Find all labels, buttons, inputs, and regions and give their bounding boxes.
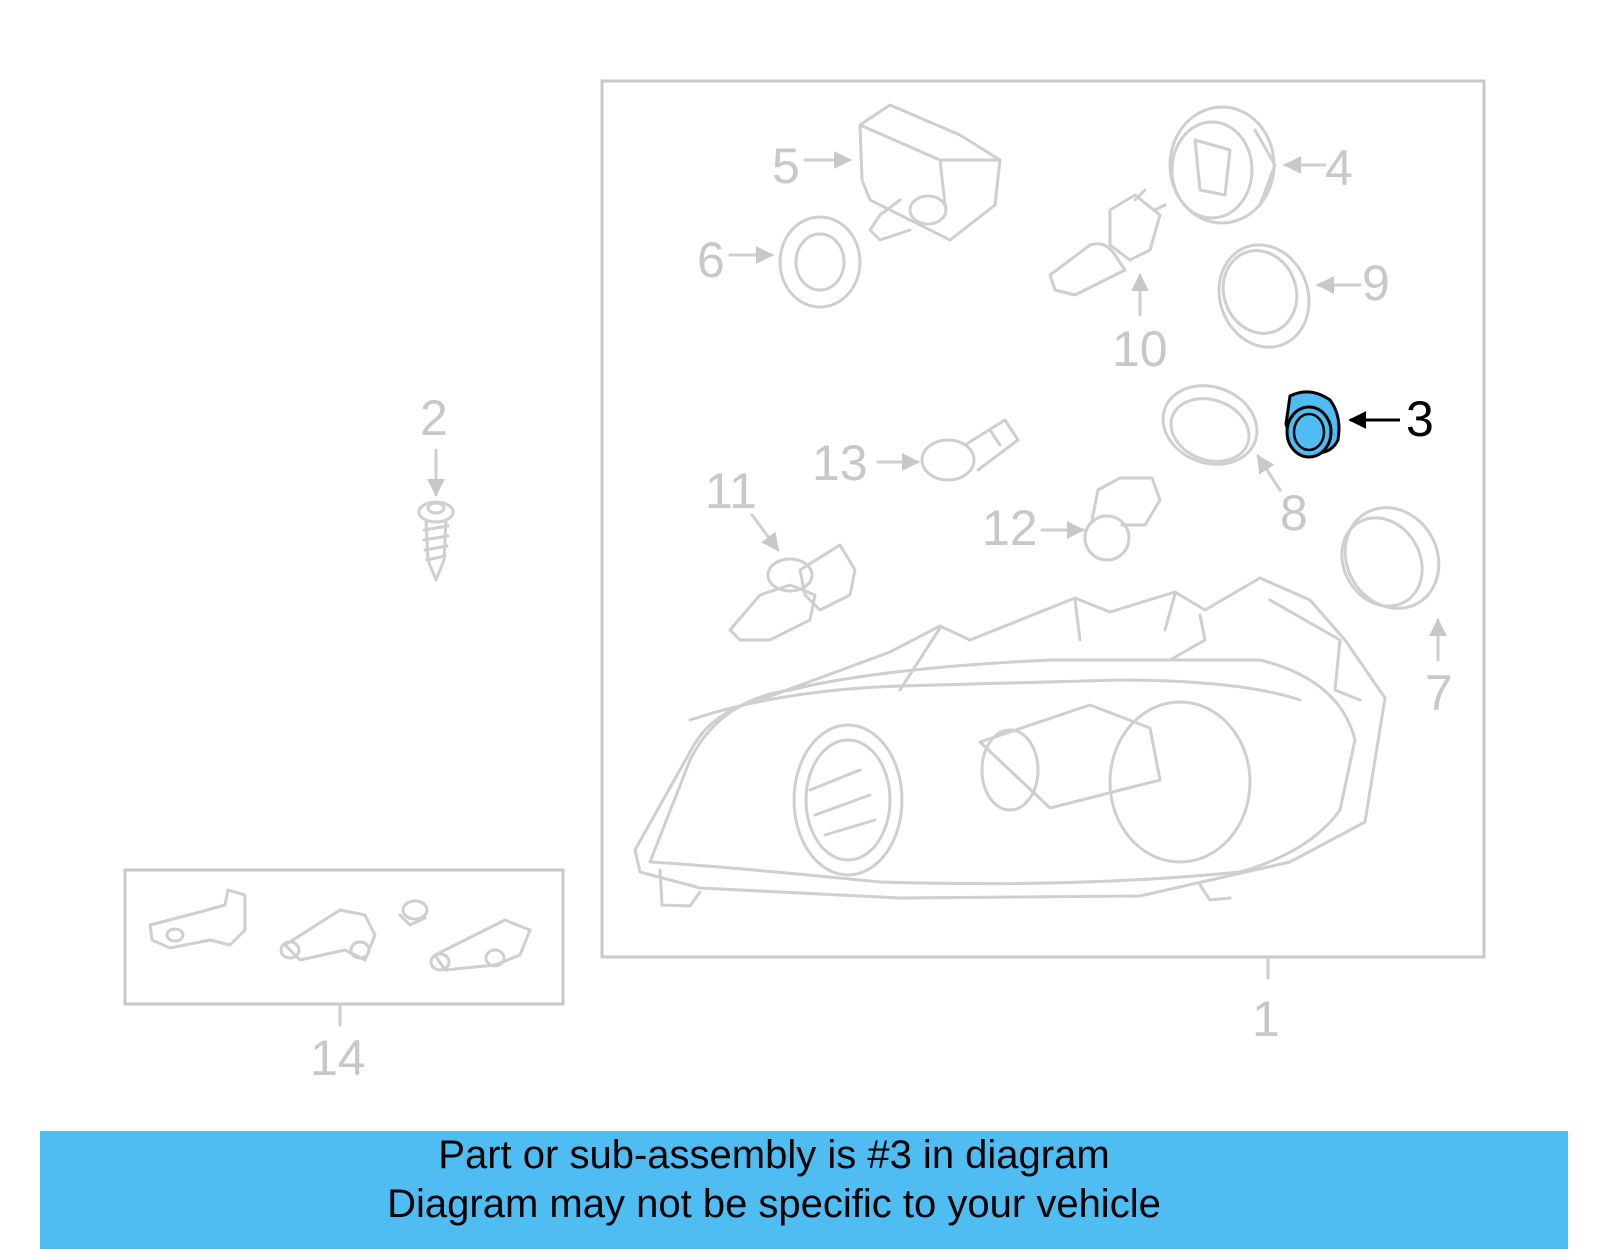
bracket-kit-frame: [123, 868, 565, 1006]
callout-10: 10: [1112, 321, 1168, 377]
callout-1: 1: [1252, 991, 1280, 1047]
callout-4: 4: [1325, 140, 1353, 196]
callout-14: 14: [310, 1030, 366, 1086]
part-5-leveling-motor[interactable]: [803, 103, 1002, 242]
info-banner: Part or sub-assembly is #3 in diagram Di…: [40, 1131, 1568, 1249]
callout-3: 3: [1406, 391, 1434, 447]
part-4-bulb-holder[interactable]: [1168, 105, 1327, 225]
callout-2: 2: [420, 390, 448, 446]
callout-12: 12: [982, 500, 1038, 556]
part-13-wedge-bulb[interactable]: [876, 418, 1020, 482]
callout-8: 8: [1280, 485, 1308, 541]
callout-7: 7: [1425, 665, 1453, 721]
part-1-headlamp-housing[interactable]: [633, 576, 1387, 908]
part-3-grommet-highlighted[interactable]: [1284, 390, 1400, 459]
parts-diagram: 1 2 3 4 5 6 7 8 9 10 11 12 13 14: [123, 79, 1486, 1086]
part-10-bulb[interactable]: [1048, 188, 1167, 317]
part-6-seal-ring[interactable]: [728, 215, 862, 309]
banner-line-2: Diagram may not be specific to your vehi…: [387, 1182, 1161, 1226]
part-2-screw[interactable]: [417, 448, 455, 582]
part-12-bulb[interactable]: [1040, 476, 1162, 562]
part-11-bulb-socket[interactable]: [728, 513, 857, 642]
part-7-cap[interactable]: [1326, 490, 1457, 662]
callout-5: 5: [772, 138, 800, 194]
banner-line-1: Part or sub-assembly is #3 in diagram: [438, 1133, 1110, 1177]
callout-11: 11: [705, 463, 757, 519]
part-9-cap[interactable]: [1205, 232, 1362, 360]
part-14-bracket-kit[interactable]: [148, 888, 532, 972]
callout-9: 9: [1362, 255, 1390, 311]
headlamp-assembly-frame: [600, 79, 1486, 959]
callout-13: 13: [812, 435, 868, 491]
callout-6: 6: [697, 232, 725, 288]
part-8-cap-ring[interactable]: [1152, 373, 1282, 492]
